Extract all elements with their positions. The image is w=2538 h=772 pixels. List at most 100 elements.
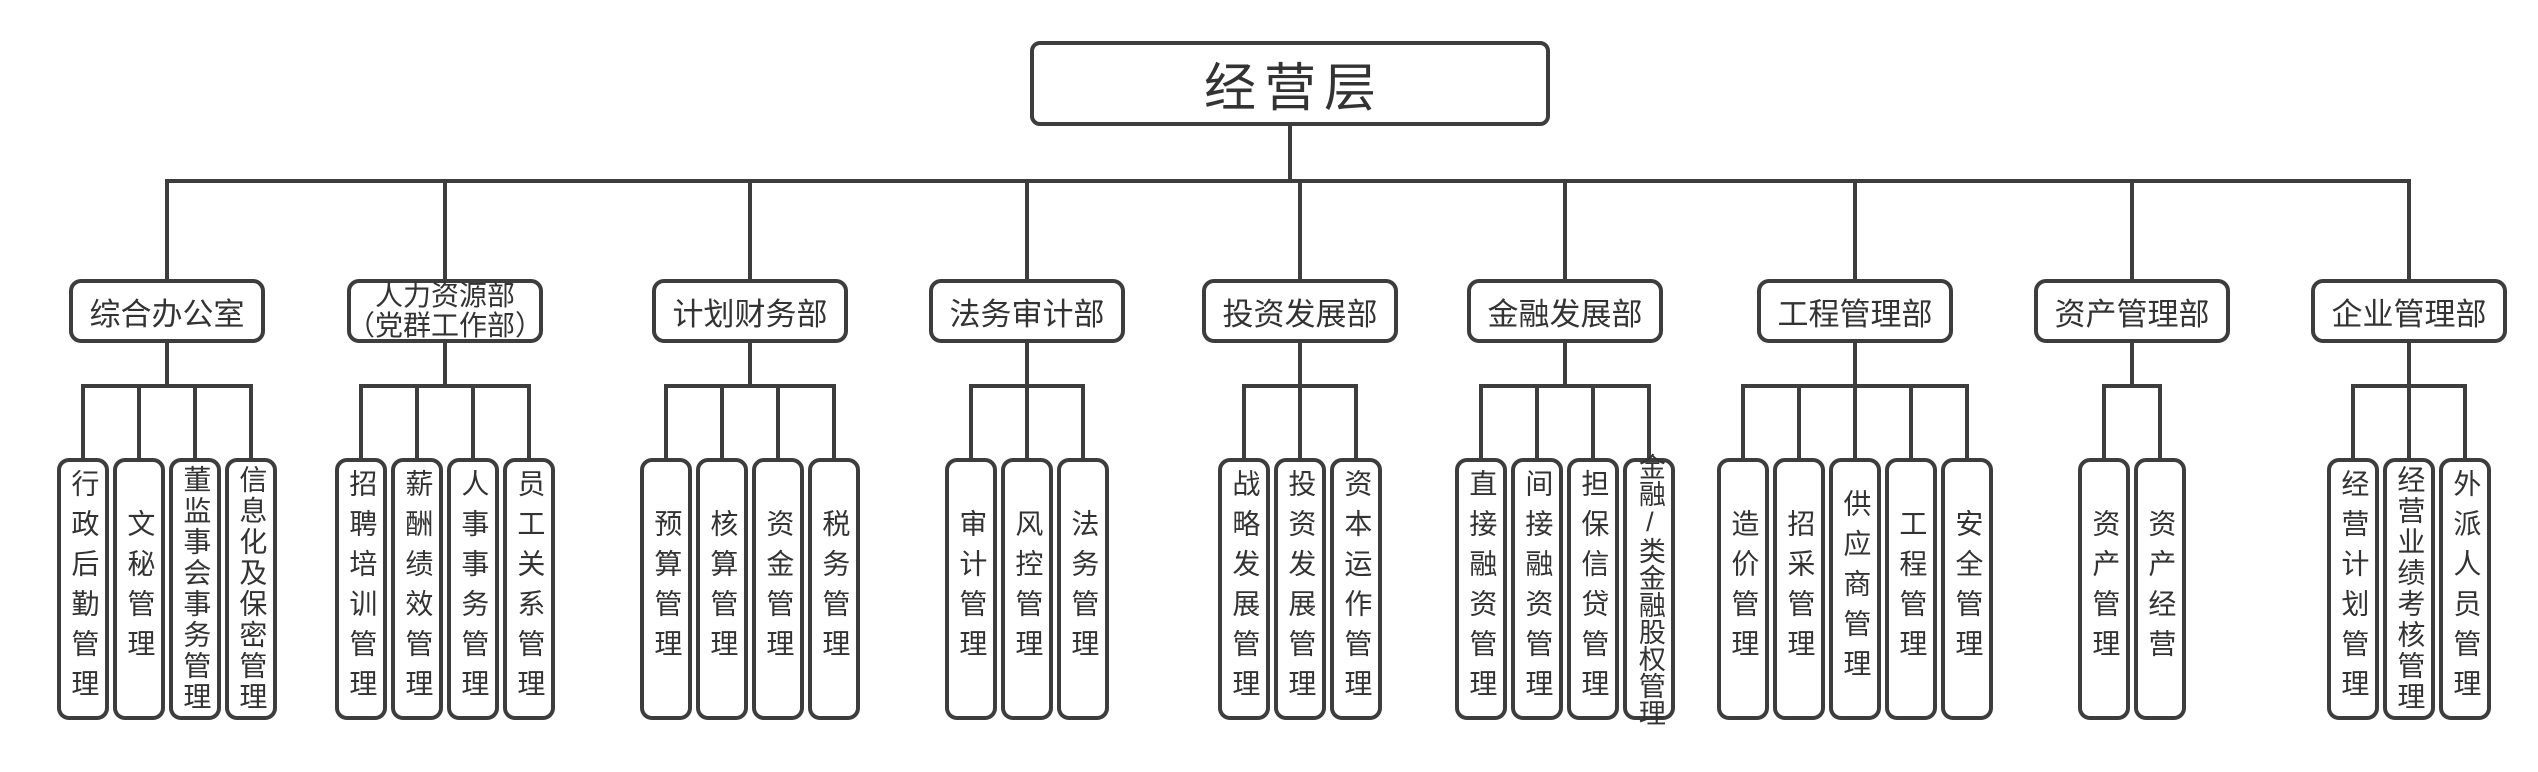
function-node-label: 员工关系管理 [514, 469, 546, 709]
function-node: 资金管理 [752, 458, 804, 720]
connector-drop-child [1797, 386, 1801, 458]
function-node-label: 法务管理 [1068, 509, 1100, 669]
function-node: 经营计划管理 [2327, 458, 2379, 720]
department-label: 法务审计部 [949, 296, 1105, 332]
connector-drop-department [2407, 181, 2411, 279]
function-node: 外派人员管理 [2439, 458, 2491, 720]
function-node: 预算管理 [640, 458, 692, 720]
function-node-label: 战略发展管理 [1229, 469, 1261, 709]
function-node-label: 薪酬绩效管理 [402, 469, 434, 709]
function-node-label: 董监事会事务管理 [180, 465, 212, 713]
function-node-label: 人事事务管理 [458, 469, 490, 709]
connector-drop-child [1242, 386, 1246, 458]
department-label: 计划财务部 [672, 296, 828, 332]
function-node-label: 招聘培训管理 [346, 469, 378, 709]
function-node-label: 间接融资管理 [1522, 469, 1554, 709]
connector-children-bus [2102, 384, 2162, 388]
connector-drop-child [81, 386, 85, 458]
connector-drop-child [1298, 386, 1302, 458]
department-label: 人力资源部 [374, 280, 515, 311]
function-node-label: 安全管理 [1952, 509, 1984, 669]
function-node: 人事事务管理 [447, 458, 499, 720]
function-node: 税务管理 [808, 458, 860, 720]
function-node-label: 造价管理 [1728, 509, 1760, 669]
department-label: 企业管理部 [2331, 296, 2487, 332]
function-node-label: 投资发展管理 [1285, 469, 1317, 709]
connector-drop-child [1741, 386, 1745, 458]
function-node-label: 资金管理 [763, 509, 795, 669]
connector-drop-child [1591, 386, 1595, 458]
function-node-label: 税务管理 [819, 509, 851, 669]
function-node: 供应商管理 [1829, 458, 1881, 720]
function-node: 工程管理 [1885, 458, 1937, 720]
department-node: 计划财务部 [652, 279, 848, 343]
department-node: 企业管理部 [2311, 279, 2507, 343]
function-node: 担保信贷管理 [1567, 458, 1619, 720]
function-node: 招采管理 [1773, 458, 1825, 720]
connector-department-stub [748, 343, 752, 386]
connector-drop-child [2158, 386, 2162, 458]
connector-drop-child [1965, 386, 1969, 458]
root-node-label: 经营层 [1203, 60, 1384, 118]
function-node: 安全管理 [1941, 458, 1993, 720]
connector-drop-child [415, 386, 419, 458]
connector-drop-child [471, 386, 475, 458]
connector-drop-child [832, 386, 836, 458]
function-node-label: 资本运作管理 [1341, 469, 1373, 709]
connector-drop-child [2351, 386, 2355, 458]
root-node: 经营层 [1030, 41, 1550, 126]
connector-drop-child [776, 386, 780, 458]
connector-drop-department [1853, 181, 1857, 279]
function-node: 资产经营 [2134, 458, 2186, 720]
function-node-label: 工程管理 [1896, 509, 1928, 669]
connector-drop-child [359, 386, 363, 458]
connector-drop-child [1853, 386, 1857, 458]
function-node: 董监事会事务管理 [169, 458, 221, 720]
department-label: 投资发展部 [1222, 296, 1378, 332]
function-node-label: 信息化及保密管理 [236, 465, 268, 713]
function-node: 战略发展管理 [1218, 458, 1270, 720]
connector-children-bus [81, 384, 253, 388]
connector-drop-child [137, 386, 141, 458]
connector-children-bus [359, 384, 531, 388]
connector-drop-child [249, 386, 253, 458]
connector-department-stub [1563, 343, 1567, 386]
department-node: 资产管理部 [2034, 279, 2230, 343]
function-node-label: 经营业绩考核管理 [2394, 465, 2426, 713]
connector-department-bus [165, 179, 2411, 183]
connector-drop-child [1909, 386, 1913, 458]
connector-department-stub [1025, 343, 1029, 386]
function-node: 信息化及保密管理 [225, 458, 277, 720]
department-label: 工程管理部 [1777, 296, 1933, 332]
connector-drop-department [1563, 181, 1567, 279]
function-node-label: 直接融资管理 [1466, 469, 1498, 709]
connector-department-stub [1298, 343, 1302, 386]
function-node-label: 供应商管理 [1840, 489, 1872, 689]
function-node-label: 资产管理 [2089, 509, 2121, 669]
function-node-label: 行政后勤管理 [68, 469, 100, 709]
connector-department-stub [165, 343, 169, 386]
connector-drop-child [193, 386, 197, 458]
connector-drop-child [1647, 386, 1651, 458]
function-node: 造价管理 [1717, 458, 1769, 720]
connector-department-stub [443, 343, 447, 386]
function-node-label: 资产经营 [2145, 509, 2177, 669]
function-node: 薪酬绩效管理 [391, 458, 443, 720]
connector-drop-department [1025, 181, 1029, 279]
connector-children-bus [664, 384, 836, 388]
function-node-label: 外派人员管理 [2450, 469, 2482, 709]
department-node: 投资发展部 [1202, 279, 1398, 343]
connector-drop-child [1081, 386, 1085, 458]
department-label-line2: （党群工作部） [347, 310, 544, 341]
connector-drop-child [1479, 386, 1483, 458]
connector-drop-department [1298, 181, 1302, 279]
connector-root-stub [1288, 126, 1292, 181]
department-node: 工程管理部 [1757, 279, 1953, 343]
connector-drop-child [1025, 386, 1029, 458]
department-node: 人力资源部（党群工作部） [347, 279, 543, 343]
function-node: 经营业绩考核管理 [2383, 458, 2435, 720]
function-node: 资产管理 [2078, 458, 2130, 720]
department-node: 综合办公室 [69, 279, 265, 343]
function-node: 金融/类金融股权管理 [1623, 453, 1675, 726]
